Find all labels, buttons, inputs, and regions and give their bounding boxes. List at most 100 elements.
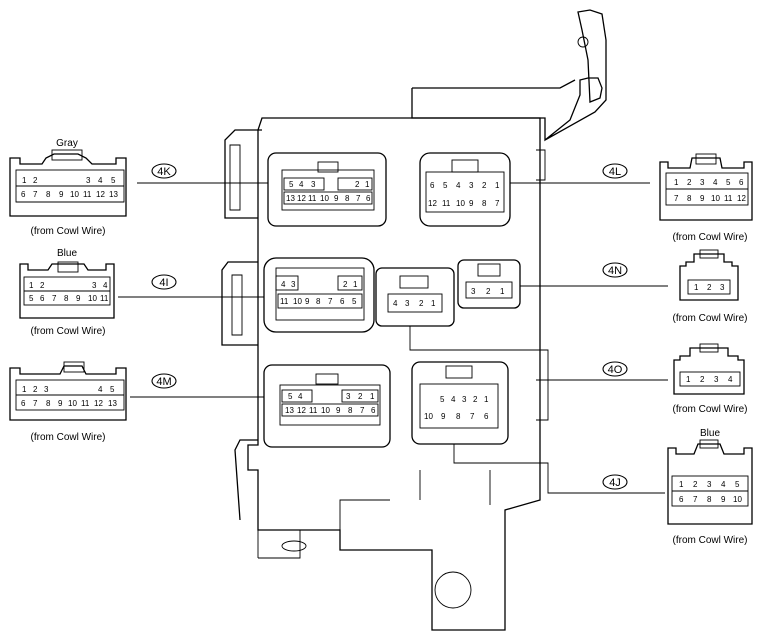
pin-label: 4	[728, 375, 733, 384]
pin-label: 6	[366, 194, 371, 203]
connector-caption: (from Cowl Wire)	[673, 313, 748, 324]
pin-label: 8	[345, 194, 350, 203]
pin-label: 4	[103, 281, 108, 290]
connector-4k: Gray 1 2 3 4 5 6 7 8 9 10 11 12 13 (from…	[9, 138, 127, 237]
pin-label: 12	[94, 399, 103, 408]
connector-caption: (from Cowl Wire)	[31, 326, 106, 337]
pin-label: 4	[299, 180, 304, 189]
pin-label: 9	[336, 406, 341, 415]
connector-4k-row1: 1 2 3 4 5	[22, 176, 116, 185]
pin-label: 4	[98, 385, 103, 394]
callout-label: 4J	[609, 477, 621, 489]
pin-label: 11	[100, 294, 109, 303]
callout-label: 4K	[157, 166, 171, 178]
pin-label: 7	[674, 194, 679, 203]
pin-label: 1	[495, 181, 500, 190]
pin-label: 1	[679, 480, 684, 489]
pin-label: 2	[33, 385, 38, 394]
connector-4m: 1 2 3 4 5 6 7 8 9 10 11 12 13 (from Cowl…	[9, 361, 127, 443]
pin-label: 3	[44, 385, 49, 394]
pin-label: 5	[289, 180, 294, 189]
pin-label: 5	[110, 385, 115, 394]
connector-4n: 1 2 3 (from Cowl Wire)	[673, 249, 748, 324]
pin-label: 8	[707, 495, 712, 504]
pin-label: 11	[724, 194, 733, 203]
connector-4i: Blue 1 2 3 4 5 6 7 8 9 10 11 (from Cowl …	[19, 248, 115, 337]
pin-label: 9	[305, 297, 310, 306]
connector-4l: 1 2 3 4 5 6 7 8 9 10 11 12 (from Cowl Wi…	[659, 153, 753, 243]
leader-4o	[409, 326, 668, 381]
callout-4k: 4K	[151, 163, 177, 179]
pin-label: 9	[58, 399, 63, 408]
pin-label: 5	[443, 181, 448, 190]
pin-label: 7	[693, 495, 698, 504]
connector-4l-row2: 7 8 9 10 11 12	[674, 194, 746, 203]
pin-label: 4	[456, 181, 461, 190]
pin-label: 8	[46, 190, 51, 199]
pin-label: 1	[22, 176, 27, 185]
pin-label: 7	[52, 294, 57, 303]
pin-label: 7	[356, 194, 361, 203]
connector-caption: (from Cowl Wire)	[673, 232, 748, 243]
leader-4j	[453, 444, 665, 494]
pin-label: 9	[469, 199, 474, 208]
pin-label: 6	[679, 495, 684, 504]
pin-label: 9	[334, 194, 339, 203]
pin-label: 3	[92, 281, 97, 290]
pin-label: 7	[495, 199, 500, 208]
connector-4m-row2: 6 7 8 9 10 11 12 13	[21, 399, 117, 408]
connector-caption: (from Cowl Wire)	[673, 404, 748, 415]
pin-label: 1	[365, 180, 370, 189]
callout-4m: 4M	[151, 373, 177, 389]
pin-label: 10	[70, 190, 79, 199]
pin-label: 10	[424, 412, 433, 421]
callout-label: 4N	[608, 265, 622, 277]
junction-block-body	[221, 9, 607, 631]
pin-label: 9	[441, 412, 446, 421]
pin-label: 11	[309, 406, 318, 415]
pin-label: 4	[98, 176, 103, 185]
pin-label: 9	[700, 194, 705, 203]
connector-color-label: Blue	[57, 248, 77, 259]
pin-label: 3	[291, 280, 296, 289]
pin-label: 2	[33, 176, 38, 185]
pin-label: 6	[21, 399, 26, 408]
pin-label: 2	[687, 178, 692, 187]
pin-label: 10	[733, 495, 742, 504]
callout-4i: 4I	[151, 274, 177, 290]
pin-label: 6	[40, 294, 45, 303]
pin-label: 5	[352, 297, 357, 306]
pin-label: 10	[321, 406, 330, 415]
pin-label: 3	[346, 392, 351, 401]
pin-label: 2	[707, 283, 712, 292]
pin-label: 7	[470, 412, 475, 421]
pin-label: 4	[298, 392, 303, 401]
pin-label: 5	[726, 178, 731, 187]
pin-label: 3	[86, 176, 91, 185]
pin-label: 13	[109, 190, 118, 199]
pin-label: 2	[343, 280, 348, 289]
pin-label: 9	[59, 190, 64, 199]
connector-color-label: Blue	[700, 428, 720, 439]
pin-label: 2	[486, 287, 491, 296]
pin-label: 1	[431, 299, 436, 308]
pin-label: 2	[473, 395, 478, 404]
pin-label: 1	[500, 287, 505, 296]
pin-label: 10	[456, 199, 465, 208]
pin-label: 6	[484, 412, 489, 421]
pin-label: 3	[469, 181, 474, 190]
connector-4n-row1: 1 2 3	[694, 283, 725, 292]
callout-label: 4M	[156, 376, 171, 388]
